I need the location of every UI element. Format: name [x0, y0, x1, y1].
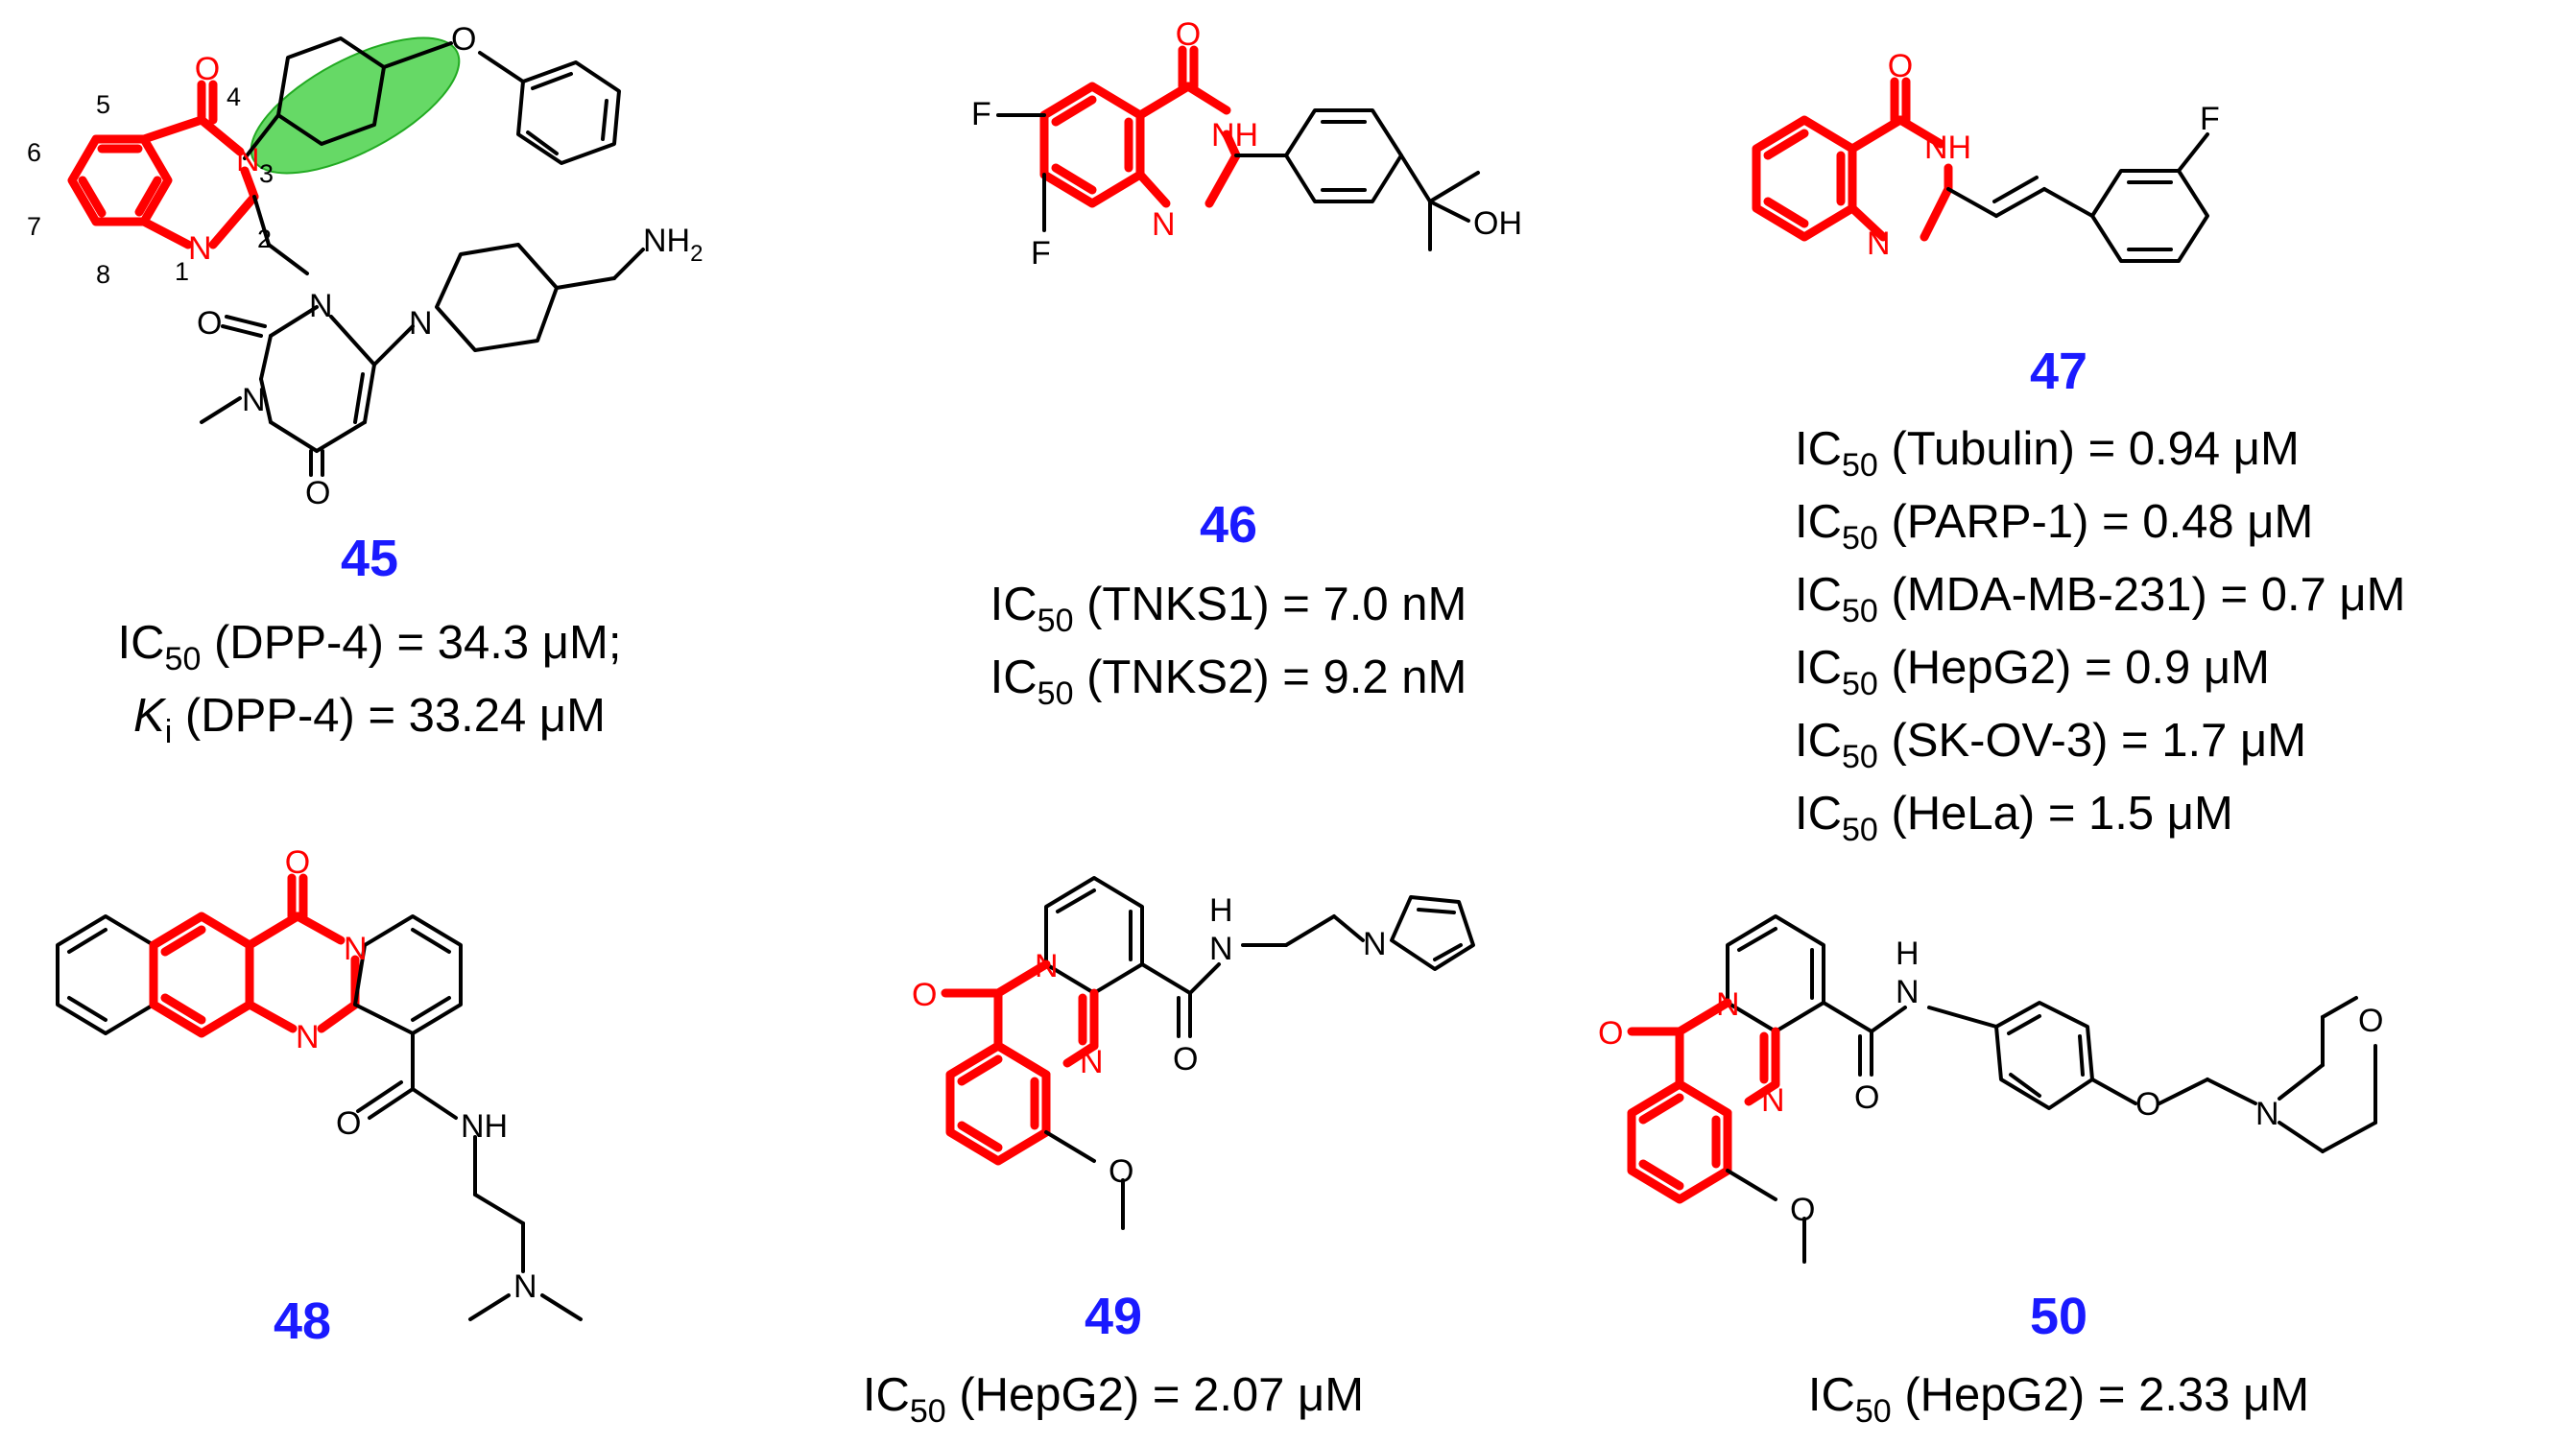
activity-line: IC50 (HepG2) = 2.07 μM — [863, 1369, 1364, 1430]
atom-o: O — [2135, 1086, 2160, 1123]
atom-o: O — [305, 475, 330, 511]
atom-o: O — [1176, 16, 1201, 53]
atom-n: N — [1716, 986, 1740, 1023]
atom-nh2: NH2 — [643, 223, 703, 267]
compound-49-structure — [941, 876, 1475, 1230]
ring-number: 1 — [175, 257, 189, 286]
ring-number: 4 — [227, 83, 241, 111]
atom-f: F — [971, 96, 991, 132]
compound-48-structure — [56, 873, 583, 1321]
atom-o: O — [1598, 1015, 1623, 1052]
compound-45-structure — [67, 36, 645, 477]
ring-number: 6 — [27, 138, 41, 167]
atom-n: N — [1152, 206, 1176, 243]
compound-id-46: 46 — [1200, 496, 1257, 554]
activity-line: IC50 (TNKS2) = 9.2 nM — [990, 651, 1467, 712]
atom-o: O — [197, 305, 222, 342]
compound-50-atoms: O N N H N O O N O O — [1598, 936, 2383, 1228]
ring-number: 7 — [27, 212, 41, 241]
atom-n: N — [1896, 974, 1920, 1010]
activity-line: IC50 (MDA-MB-231) = 0.7 μM — [1795, 569, 2405, 629]
atom-n: N — [2255, 1096, 2279, 1132]
compound-46-structure — [996, 45, 1480, 251]
activity-line: IC50 (HepG2) = 2.33 μM — [1808, 1369, 2309, 1430]
atom-nh: NH — [461, 1108, 508, 1145]
atom-n: N — [188, 230, 212, 267]
compound-id-48: 48 — [274, 1292, 331, 1350]
atom-n: N — [296, 1019, 320, 1055]
activity-line: IC50 (DPP-4) = 34.3 μM; — [118, 617, 622, 677]
activity-line: IC50 (TNKS1) = 7.0 nM — [990, 579, 1467, 639]
atom-n: N — [309, 288, 333, 324]
atom-n: N — [1035, 948, 1059, 984]
activity-line: IC50 (HepG2) = 0.9 μM — [1795, 642, 2270, 702]
activity-line: IC50 (HeLa) = 1.5 μM — [1795, 788, 2233, 848]
atom-n: N — [344, 931, 368, 967]
ring-number: 3 — [259, 159, 274, 188]
atom-o: O — [1109, 1153, 1133, 1190]
atom-o: O — [1888, 48, 1913, 84]
compound-id-50: 50 — [2030, 1288, 2087, 1345]
compound-50-structure — [1627, 914, 2377, 1264]
atom-o: O — [195, 51, 220, 87]
atom-n: N — [1080, 1044, 1104, 1080]
activity-line: IC50 (Tubulin) = 0.94 μM — [1795, 423, 2300, 484]
ring-number: 2 — [257, 225, 272, 253]
ring-number: 5 — [96, 90, 110, 119]
compound-id-45: 45 — [341, 530, 398, 587]
atom-n: N — [236, 142, 260, 178]
compound-id-47: 47 — [2030, 343, 2087, 400]
atom-nh: NH — [1924, 130, 1971, 166]
compound-49-atoms: O N N H N O N O — [912, 892, 1387, 1190]
compound-46-atoms: O NH N F F OH — [971, 16, 1522, 272]
atom-n: N — [1363, 926, 1387, 962]
atom-f: F — [1031, 235, 1051, 272]
phenyl-highlight-ellipse — [250, 36, 461, 175]
atom-n: N — [242, 382, 266, 418]
atom-n: N — [1209, 931, 1233, 967]
atom-o: O — [451, 21, 476, 58]
activity-line: IC50 (SK-OV-3) = 1.7 μM — [1795, 715, 2306, 775]
atom-n: N — [1761, 1082, 1785, 1119]
compound-47-atoms: O NH N F — [1867, 48, 2220, 262]
atom-o: O — [912, 977, 937, 1013]
compound-45-atoms: O N N O N N O O N NH2 4 3 2 1 5 6 7 8 — [27, 21, 703, 511]
atom-n: N — [513, 1268, 537, 1305]
atom-nh: NH — [1211, 117, 1258, 154]
atom-n: N — [409, 305, 433, 342]
atom-o: O — [1854, 1079, 1879, 1116]
compound-48-atoms: O N N O NH N — [285, 844, 537, 1305]
atom-h: H — [1896, 936, 1920, 972]
atom-n: N — [1867, 225, 1891, 262]
atom-o: O — [2358, 1003, 2383, 1039]
atom-f: F — [2200, 101, 2220, 137]
compound-id-49: 49 — [1085, 1288, 1142, 1345]
atom-o: O — [1790, 1192, 1815, 1228]
atom-oh: OH — [1473, 205, 1522, 242]
ring-number: 8 — [96, 260, 110, 289]
activity-line: Ki (DPP-4) = 33.24 μM — [133, 690, 606, 750]
atom-o: O — [1173, 1041, 1198, 1078]
atom-o: O — [285, 844, 310, 881]
atom-o: O — [336, 1105, 361, 1142]
compound-47-structure — [1752, 77, 2209, 263]
activity-line: IC50 (PARP-1) = 0.48 μM — [1795, 496, 2313, 557]
atom-h: H — [1209, 892, 1233, 929]
